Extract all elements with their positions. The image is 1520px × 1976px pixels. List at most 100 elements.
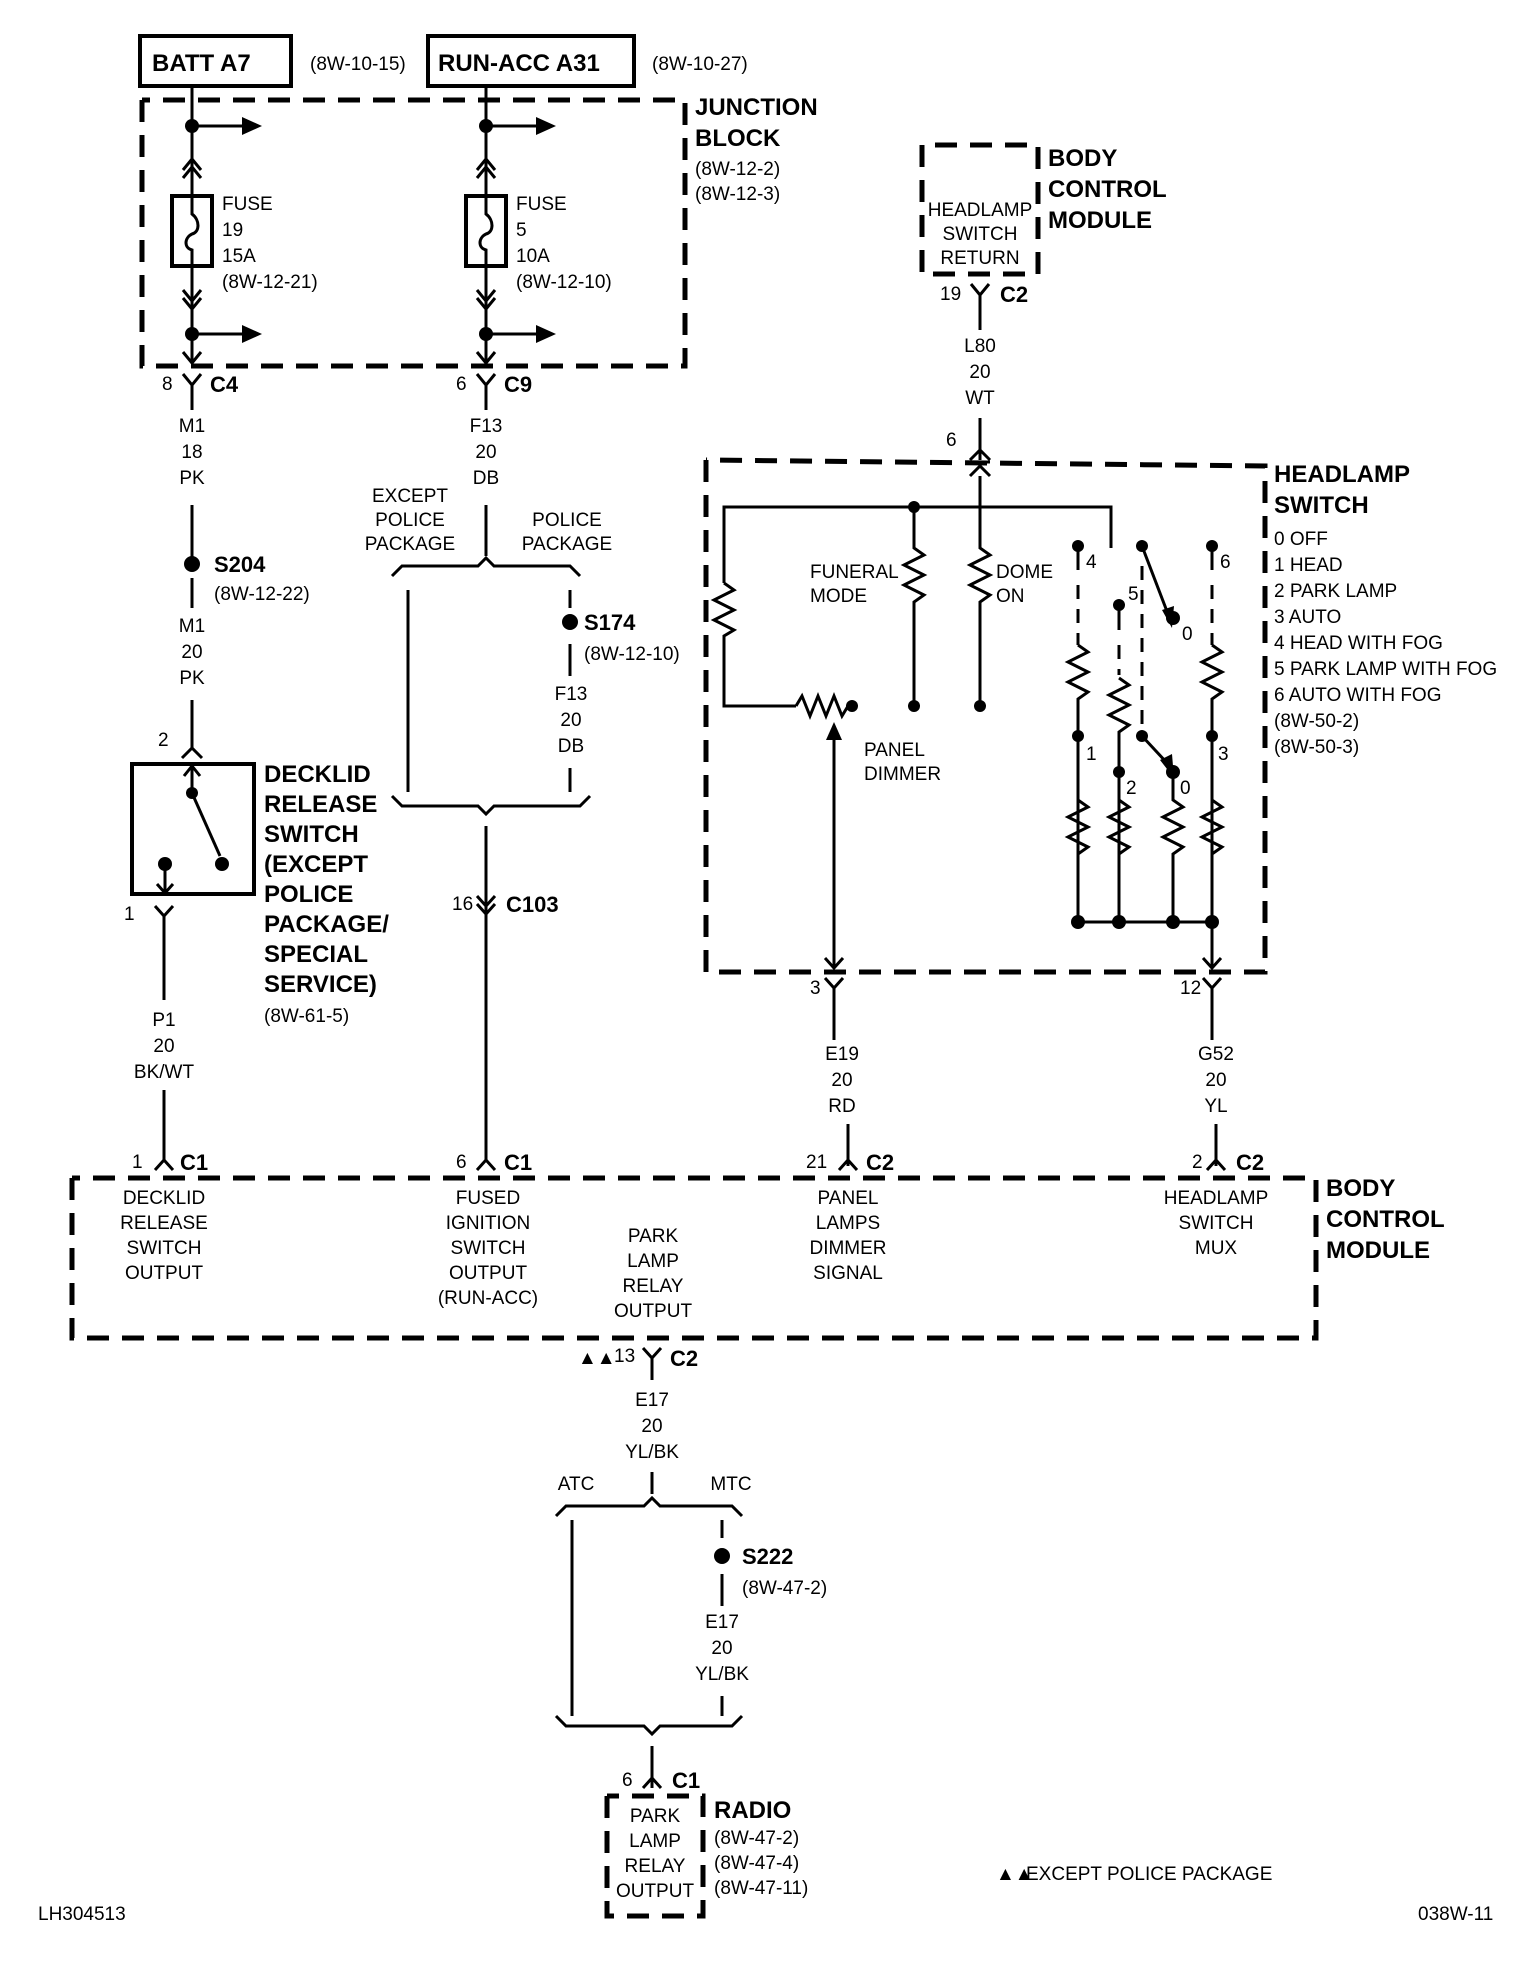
headlamp-switch: 6 HEADLAMP SWITCH 0 OFF 1 HEAD 2 PARK LA… bbox=[703, 430, 1497, 975]
connector-c4-pin: 8 bbox=[162, 374, 173, 395]
fuse-5-line-2: 5 bbox=[516, 220, 527, 241]
bcm-top-title: CONTROL bbox=[1048, 176, 1167, 203]
batt-a7-ref: (8W-10-15) bbox=[310, 54, 406, 75]
splice-s174-name: S174 bbox=[584, 610, 636, 635]
police-label: POLICE bbox=[532, 510, 602, 531]
wire-label: YL bbox=[1204, 1096, 1227, 1117]
wire-label: 20 bbox=[969, 362, 990, 383]
splice-s204-name: S204 bbox=[214, 552, 266, 577]
wire-label: PK bbox=[179, 468, 205, 489]
bcm-title: BODY bbox=[1326, 1175, 1395, 1202]
fuse-19-line-2: 19 bbox=[222, 220, 243, 241]
pin-12-label: 12 bbox=[1180, 978, 1201, 999]
wire-label: P1 bbox=[152, 1010, 175, 1031]
bcm-park-lamp-output: RELAY bbox=[623, 1276, 684, 1297]
wire-label: YL/BK bbox=[695, 1664, 749, 1685]
bcm-title: CONTROL bbox=[1326, 1206, 1445, 1233]
headlamp-pin-6: 6 bbox=[946, 430, 957, 451]
bcm-fused-ignition: (RUN-ACC) bbox=[438, 1288, 538, 1309]
headlamp-title: HEADLAMP bbox=[1274, 461, 1410, 488]
junction-block-ref-1: (8W-12-2) bbox=[695, 159, 780, 180]
radio-inner: PARK bbox=[630, 1806, 681, 1827]
bcm-top-pin: 19 bbox=[940, 284, 961, 305]
except-police-label: EXCEPT bbox=[372, 486, 448, 507]
headlamp-position: 0 OFF bbox=[1274, 529, 1328, 550]
run-acc-a31-ref: (8W-10-27) bbox=[652, 54, 748, 75]
connector-c103-pin: 16 bbox=[452, 894, 473, 915]
legend-marker-icon: ▲▲ bbox=[996, 1864, 1034, 1885]
headlamp-position: 2 PARK LAMP bbox=[1274, 581, 1397, 602]
except-police-label: PACKAGE bbox=[365, 534, 455, 555]
connector-c103-name: C103 bbox=[506, 892, 559, 917]
wire-m1-20-pk: M1 20 PK bbox=[179, 616, 205, 750]
wire-label: M1 bbox=[179, 416, 205, 437]
bcm-c1-pin6: 6 bbox=[456, 1152, 467, 1173]
wire-label: DB bbox=[473, 468, 499, 489]
decklid-pin-1: 1 bbox=[124, 904, 135, 925]
headlamp-ref: (8W-50-2) bbox=[1274, 711, 1359, 732]
fuse-19-line-4: (8W-12-21) bbox=[222, 272, 318, 293]
decklid-title: (EXCEPT bbox=[264, 851, 368, 878]
wire-label: 20 bbox=[1205, 1070, 1226, 1091]
wire-label: YL/BK bbox=[625, 1442, 679, 1463]
atc-label: ATC bbox=[558, 1474, 595, 1495]
headlamp-pin-12: 12 G52 20 YL bbox=[1180, 976, 1234, 1166]
radio: RADIO (8W-47-2) (8W-47-4) (8W-47-11) PAR… bbox=[604, 1793, 808, 1919]
splice-s204: S204 (8W-12-22) bbox=[184, 552, 310, 608]
radio-branch: E17 20 YL/BK ATC MTC S222 (8W-47-2) E17 … bbox=[554, 1390, 827, 1793]
decklid-title: PACKAGE/ bbox=[264, 911, 389, 938]
run-acc-a31-label: RUN-ACC A31 bbox=[438, 50, 600, 77]
bcm-top-conn: C2 bbox=[1000, 282, 1028, 307]
radio-ref: (8W-47-11) bbox=[714, 1878, 808, 1899]
headlamp-position: 5 PARK LAMP WITH FOG bbox=[1274, 659, 1497, 680]
bcm-c1-name: C1 bbox=[504, 1150, 532, 1175]
bcm-panel-lamps: SIGNAL bbox=[813, 1263, 883, 1284]
wire-label: 20 bbox=[475, 442, 496, 463]
except-police-marker: ▲▲ bbox=[578, 1348, 616, 1369]
radio-inner: LAMP bbox=[629, 1831, 681, 1852]
fuse-5-line-3: 10A bbox=[516, 246, 550, 267]
except-police-label: POLICE bbox=[375, 510, 445, 531]
bcm-c2-pin2: 2 bbox=[1192, 1152, 1203, 1173]
wire-label: 20 bbox=[153, 1036, 174, 1057]
headlamp-position: 3 AUTO bbox=[1274, 607, 1341, 628]
bcm-fused-ignition: OUTPUT bbox=[449, 1263, 528, 1284]
radio-inner: OUTPUT bbox=[616, 1881, 695, 1902]
dome-on-label: DOME bbox=[996, 562, 1053, 583]
fuse-5-line-1: FUSE bbox=[516, 194, 567, 215]
connector-c9-name: C9 bbox=[504, 372, 532, 397]
radio-conn-c1: C1 bbox=[672, 1768, 700, 1793]
wire-label: F13 bbox=[470, 416, 503, 437]
funeral-mode-label: MODE bbox=[810, 586, 867, 607]
bcm-c2-name: C2 bbox=[866, 1150, 894, 1175]
wire-m1-18-pk: M1 18 PK bbox=[179, 416, 205, 560]
wire-label: 20 bbox=[560, 710, 581, 731]
footer-left-id: LH304513 bbox=[38, 1904, 126, 1925]
headlamp-position: 4 HEAD WITH FOG bbox=[1274, 633, 1443, 654]
footer-right-id: 038W-11 bbox=[1418, 1904, 1493, 1925]
headlamp-position: 6 AUTO WITH FOG bbox=[1274, 685, 1442, 706]
bcm-panel-lamps: LAMPS bbox=[816, 1213, 880, 1234]
radio-ref: (8W-47-2) bbox=[714, 1828, 799, 1849]
batt-a7-label: BATT A7 bbox=[152, 50, 251, 77]
fuse-19-line-3: 15A bbox=[222, 246, 256, 267]
bcm-park-lamp-output: LAMP bbox=[627, 1251, 679, 1272]
radio-title: RADIO bbox=[714, 1797, 791, 1824]
run-acc-a31-source: RUN-ACC A31 (8W-10-27) bbox=[426, 34, 748, 88]
mtc-label: MTC bbox=[710, 1474, 751, 1495]
connector-c9-pin: 6 bbox=[456, 374, 467, 395]
bcm-top-inner: SWITCH bbox=[943, 224, 1018, 245]
bcm-fused-ignition: FUSED bbox=[456, 1188, 520, 1209]
bcm-headlamp-switch-return: BODY CONTROL MODULE HEADLAMP SWITCH RETU… bbox=[919, 142, 1167, 460]
body-control-module: BODY CONTROL MODULE 1 C1 6 C1 21 C2 2 C2… bbox=[69, 1150, 1445, 1380]
wire-label: E17 bbox=[635, 1390, 669, 1411]
panel-dimmer-label: PANEL bbox=[864, 740, 925, 761]
fuse-5-line-4: (8W-12-10) bbox=[516, 272, 612, 293]
decklid-title: DECKLID bbox=[264, 761, 371, 788]
decklid-release-switch: 2 1 DECKLID RELEASE SWITCH (EXCEPT POLIC… bbox=[124, 730, 389, 1027]
bcm-top-inner: HEADLAMP bbox=[928, 200, 1033, 221]
radio-pin-6: 6 bbox=[622, 1770, 633, 1791]
bcm-c2-name: C2 bbox=[1236, 1150, 1264, 1175]
wire-label: WT bbox=[965, 388, 995, 409]
wire-label: G52 bbox=[1198, 1044, 1234, 1065]
